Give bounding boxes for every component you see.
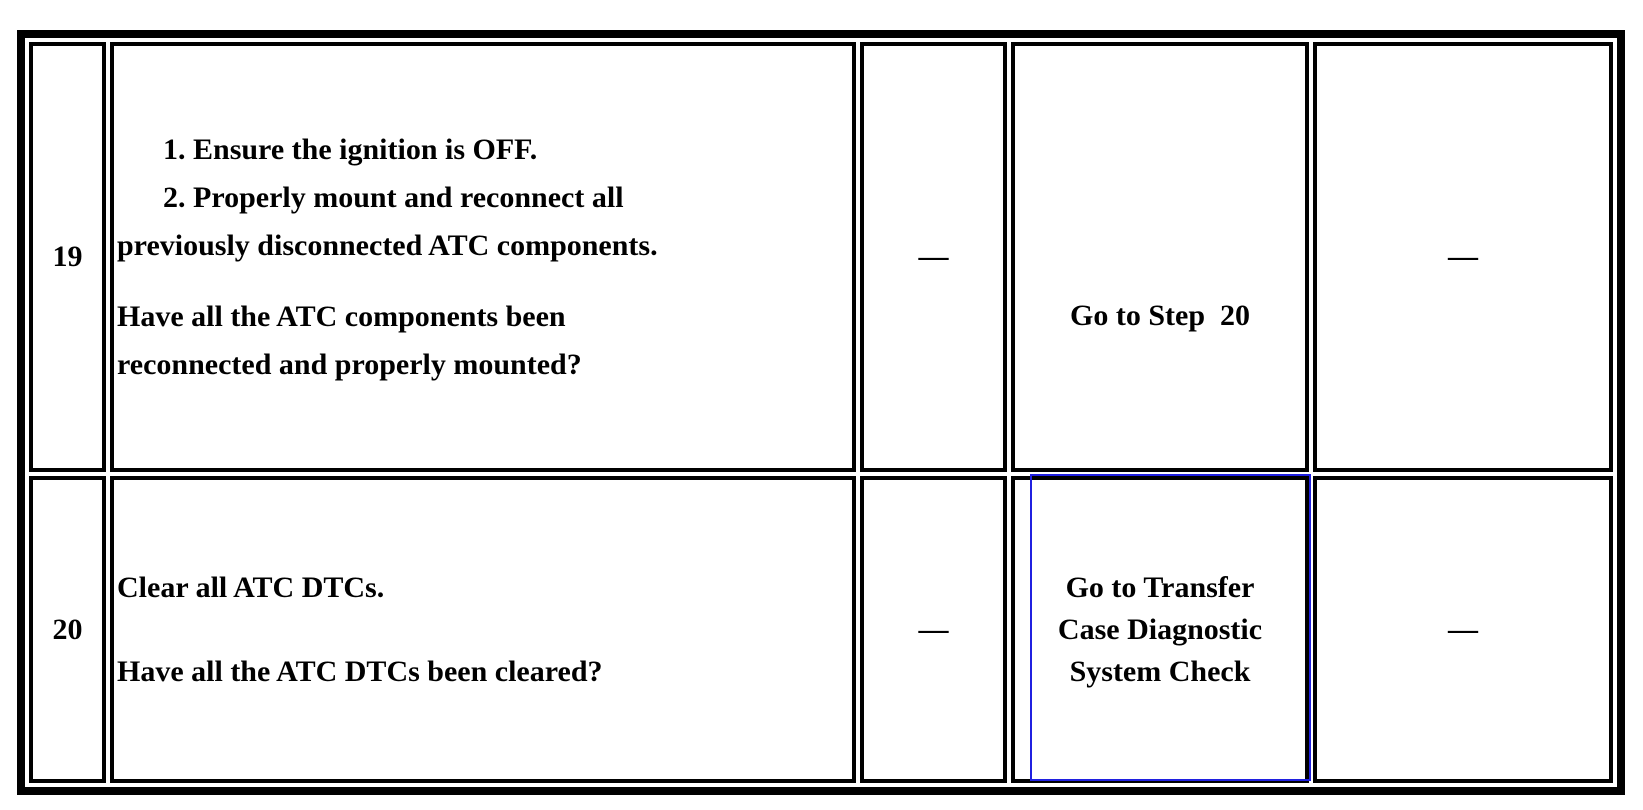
value-cell-20: —: [860, 476, 1007, 783]
diagnostic-steps-table: 19 1. Ensure the ignition is OFF. 2. Pro…: [17, 30, 1625, 795]
em-dash: —: [1448, 612, 1478, 646]
question-line: Have all the ATC components been: [117, 299, 566, 333]
step-number: 19: [52, 240, 83, 273]
em-dash: —: [1448, 240, 1478, 273]
action-list-item-wrap: previously disconnected ATC components.: [117, 228, 658, 262]
action-list-item: 2. Properly mount and reconnect all: [163, 180, 624, 214]
link-line: Case Diagnostic: [1057, 612, 1263, 646]
action-cell-20: Clear all ATC DTCs. Have all the ATC DTC…: [110, 476, 856, 783]
no-cell-20: —: [1313, 476, 1613, 783]
go-to-step-20-text: Go to Step 20: [1070, 299, 1250, 332]
value-cell-19: —: [860, 42, 1007, 472]
table-row-step-20: 20 Clear all ATC DTCs. Have all the ATC …: [29, 474, 1613, 783]
action-text-block: 1. Ensure the ignition is OFF. 2. Proper…: [114, 126, 852, 389]
transfer-case-diagnostic-link[interactable]: Go to Transfer Case Diagnostic System Ch…: [1015, 567, 1305, 693]
step-cell-19: 19: [29, 42, 106, 472]
question-line: reconnected and properly mounted?: [117, 347, 582, 381]
step-cell-20: 20: [29, 476, 106, 783]
yes-cell-20: Go to Transfer Case Diagnostic System Ch…: [1011, 474, 1311, 783]
action-cell-19: 1. Ensure the ignition is OFF. 2. Proper…: [110, 42, 856, 472]
question-text-block: Have all the ATC components been reconne…: [117, 293, 846, 389]
em-dash: —: [918, 240, 949, 273]
question-line: Have all the ATC DTCs been cleared?: [117, 654, 603, 688]
table-row-step-19: 19 1. Ensure the ignition is OFF. 2. Pro…: [29, 42, 1613, 472]
action-text-block: Clear all ATC DTCs. Have all the ATC DTC…: [114, 564, 852, 696]
action-list-item: 1. Ensure the ignition is OFF.: [163, 132, 538, 166]
yes-cell-19: Go to Step 20: [1011, 42, 1309, 472]
link-line: Go to Transfer: [1065, 570, 1255, 604]
link-line: System Check: [1069, 654, 1251, 688]
question-text-block: Have all the ATC DTCs been cleared?: [117, 648, 846, 696]
action-list-item: Clear all ATC DTCs.: [117, 570, 385, 604]
em-dash: —: [918, 612, 949, 646]
step-number: 20: [52, 612, 83, 646]
no-cell-19: —: [1313, 42, 1613, 472]
